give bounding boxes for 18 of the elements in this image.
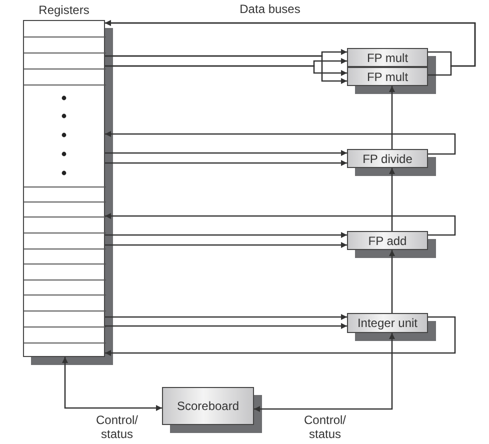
connector-arrow [389, 86, 395, 149]
connector-arrow [389, 168, 395, 231]
connector-arrow [105, 316, 456, 356]
connector-arrow [105, 65, 347, 76]
connector-arrow [105, 20, 476, 76]
connector-arrow [105, 232, 347, 238]
connector-arrow [105, 131, 456, 155]
connector-arrow [105, 314, 347, 320]
connector-arrow [105, 150, 347, 156]
connector-arrow [105, 213, 456, 236]
connector-arrow [105, 242, 347, 248]
connector-arrow [105, 160, 347, 166]
connector-arrow [105, 323, 347, 329]
connector-arrow [105, 55, 347, 84]
connector-arrow [389, 250, 395, 313]
register-heading: Registers [38, 3, 90, 17]
connector-arrow [62, 357, 162, 411]
connector-arrow [254, 333, 395, 412]
